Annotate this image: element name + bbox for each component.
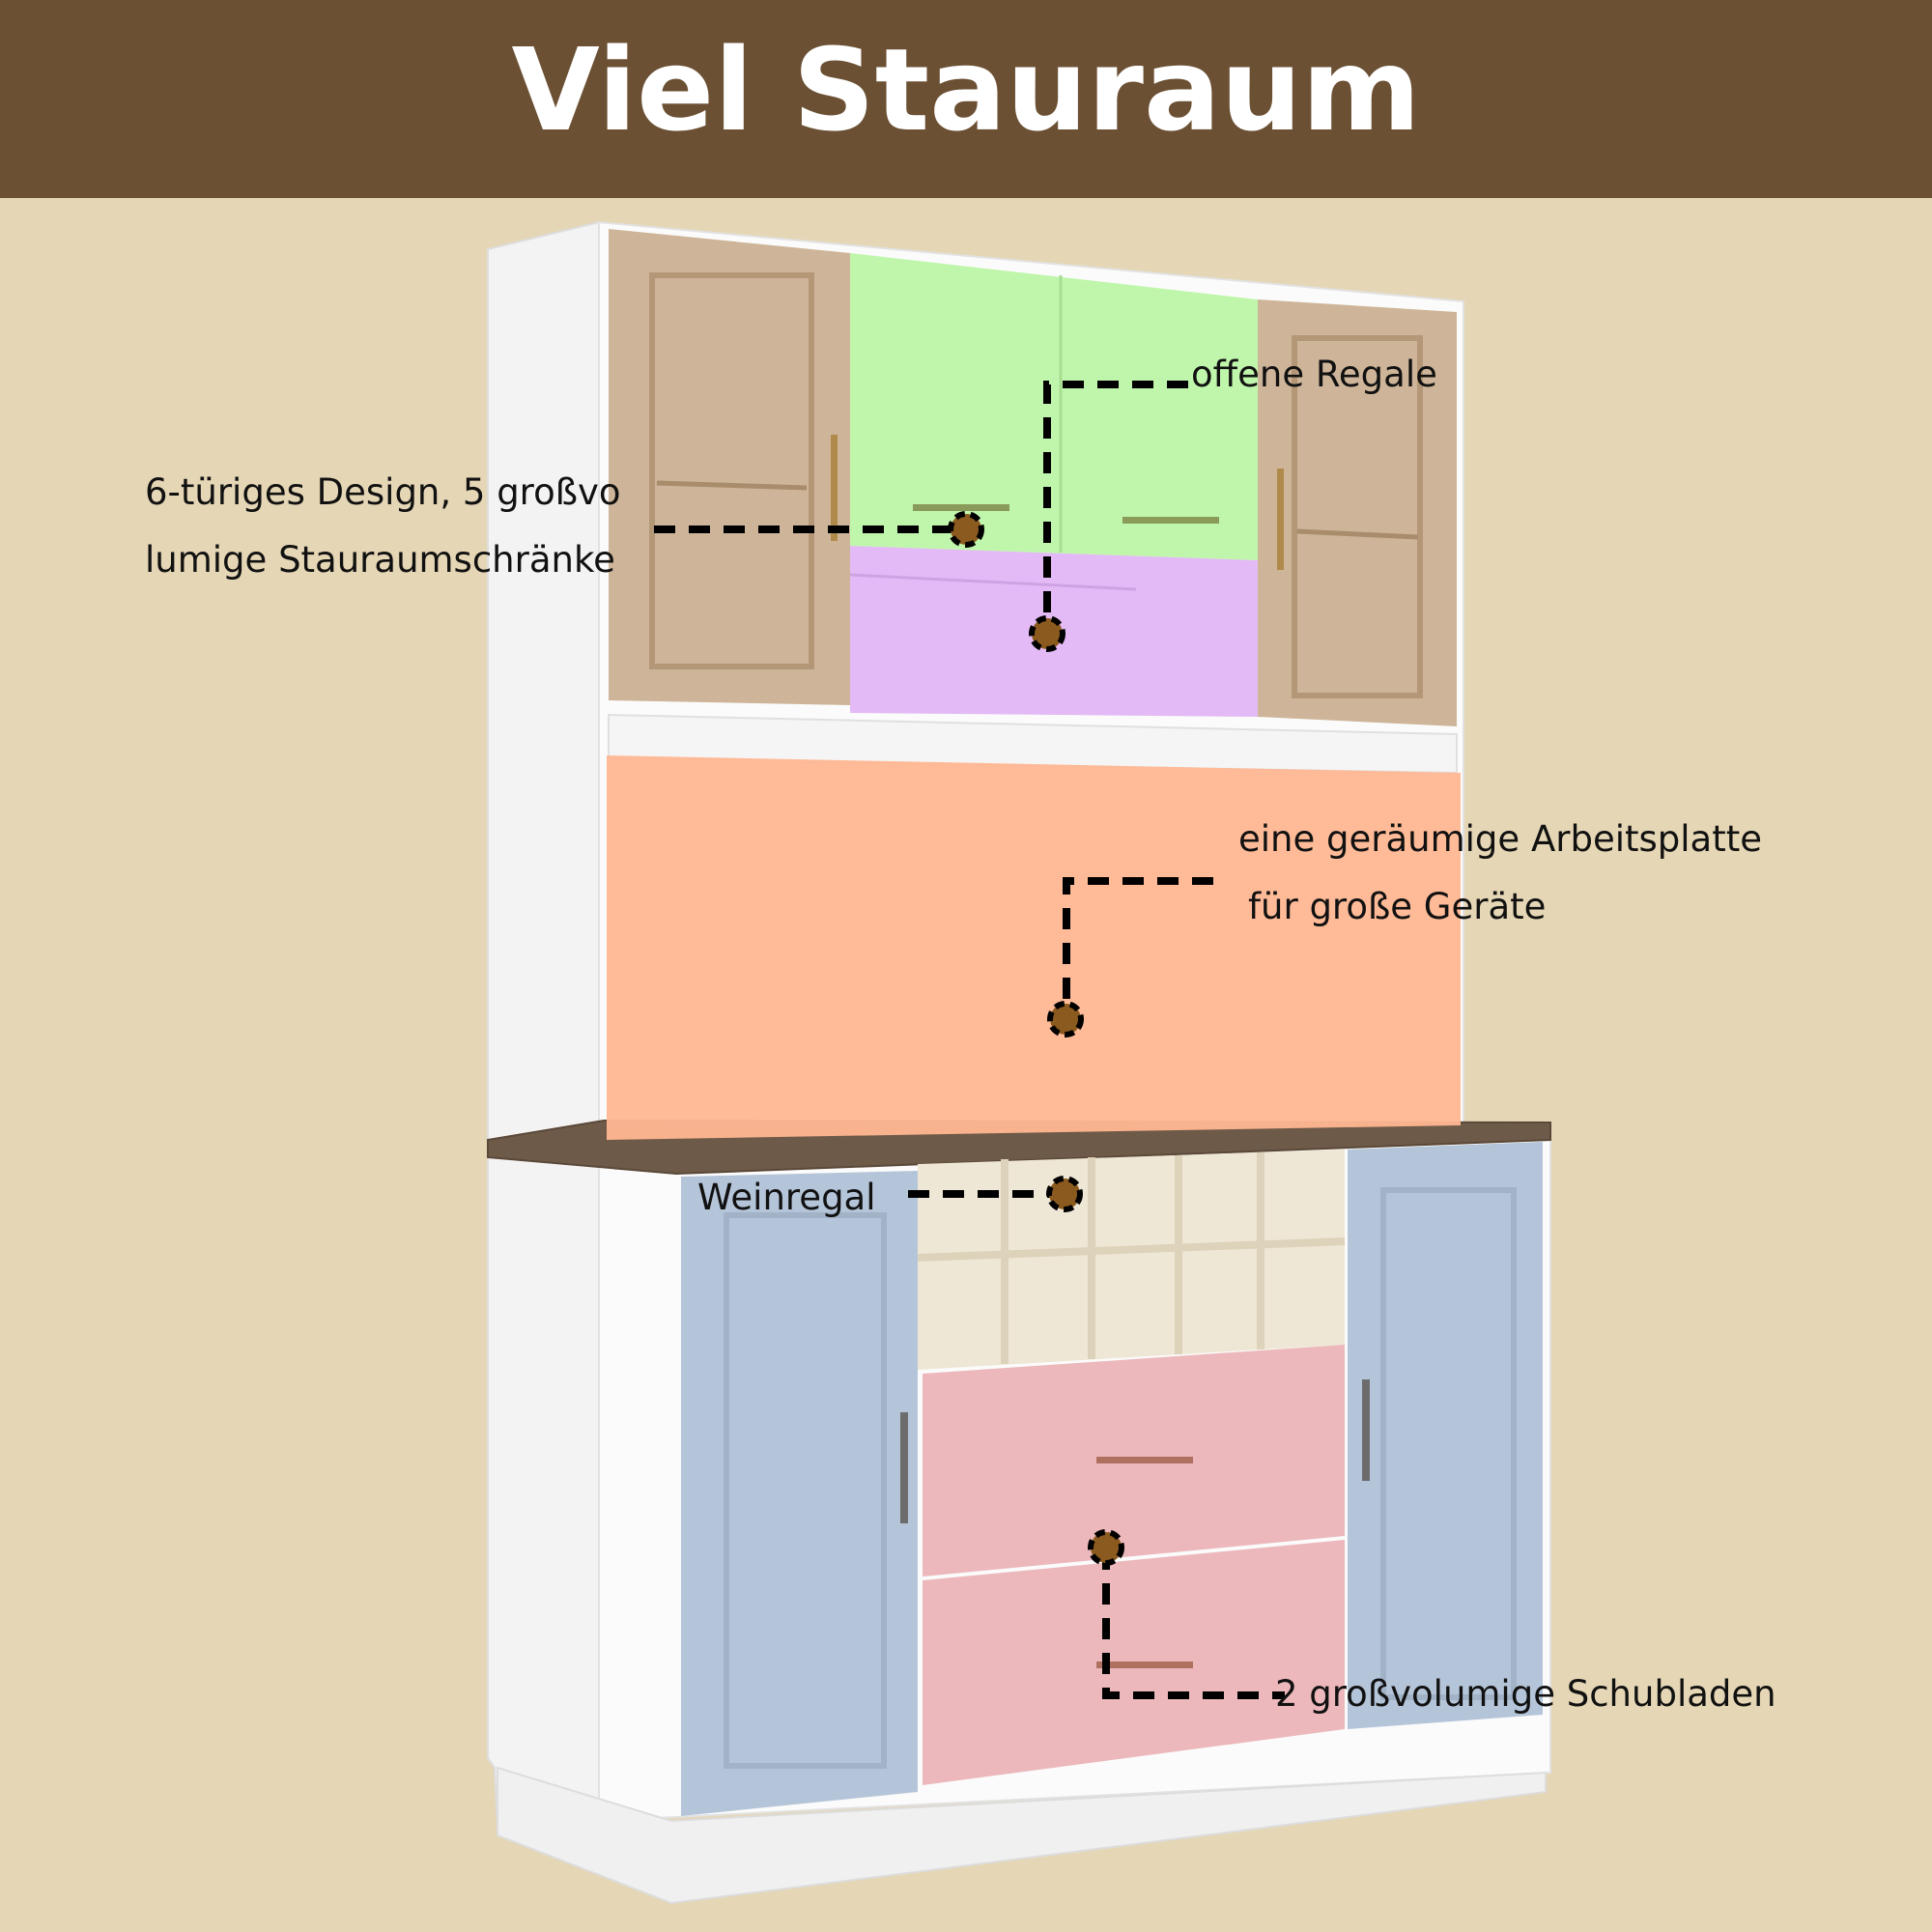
cabinet-plinth [497, 1766, 1547, 1905]
upper-door-green [850, 253, 1258, 560]
glass-door-left-shelf [656, 480, 808, 491]
marker-schubladen [1088, 1529, 1124, 1566]
upper-door-handle-left [913, 504, 1009, 511]
backsplash [607, 755, 1461, 1140]
glass-door-right-handle [1277, 469, 1284, 570]
glass-door-left-panel [649, 272, 814, 669]
wine-rack [918, 1150, 1345, 1370]
lower-door-right-handle [1362, 1379, 1370, 1481]
label-arbeitsplatte-line1: eine geräumige Arbeitsplatte [1238, 818, 1762, 860]
glass-door-right-shelf [1296, 528, 1419, 540]
glass-door-left [609, 229, 850, 705]
leader-arbeitsplatte [1063, 877, 1213, 1016]
drawer-top-handle [1096, 1457, 1193, 1463]
marker-design [948, 511, 984, 548]
leader-offene-regale [1043, 381, 1188, 633]
label-weinregal: Weinregal [697, 1177, 876, 1218]
glass-door-left-handle [831, 435, 838, 541]
callout-markers [948, 511, 1124, 1566]
upper-door-handle-right [1122, 517, 1219, 524]
open-shelf-back-edge [849, 573, 1137, 591]
drawer-bottom-handle [1096, 1662, 1193, 1668]
wine-rack-row-divider [917, 1237, 1346, 1262]
lower-door-right-panel [1380, 1187, 1517, 1700]
label-arbeitsplatte-line2: für große Geräte [1248, 886, 1547, 927]
title-banner: Viel Stauraum [0, 0, 1932, 198]
marker-offene-regale [1029, 615, 1065, 652]
marker-arbeitsplatte [1047, 1001, 1084, 1037]
lower-door-left-handle [900, 1412, 908, 1523]
cabinet-left-side [487, 220, 600, 1828]
marker-weinregal [1046, 1176, 1083, 1212]
glass-door-right-panel [1292, 335, 1423, 698]
label-design-line1: 6-türiges Design, 5 großvo [145, 471, 621, 513]
leader-schubladen [1102, 1548, 1285, 1699]
lower-door-left-panel [724, 1212, 887, 1769]
page-title: Viel Stauraum [511, 23, 1421, 156]
lower-door-left [681, 1171, 918, 1816]
glass-door-right [1258, 299, 1457, 726]
label-offene-regale: offene Regale [1191, 354, 1437, 395]
callout-leaders [654, 381, 1285, 1699]
label-design-line2: lumige Stauraumschränke [145, 539, 615, 581]
label-schubladen: 2 großvolumige Schubladen [1275, 1673, 1776, 1715]
lower-door-right [1348, 1142, 1543, 1729]
